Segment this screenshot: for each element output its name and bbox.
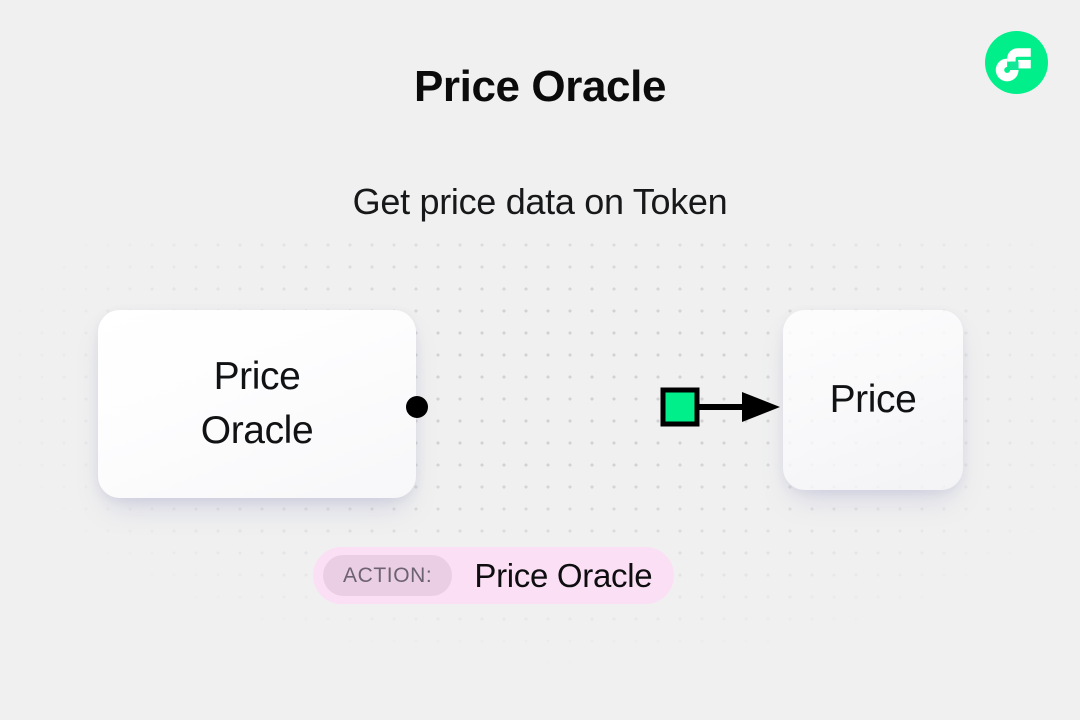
price-output-node-label: Price: [829, 378, 917, 422]
flow-logo-icon: [985, 31, 1048, 94]
action-badge[interactable]: ACTION: Price Oracle: [313, 547, 675, 604]
action-value: Price Oracle: [474, 556, 653, 594]
price-oracle-node-label: Price Oracle: [200, 355, 314, 452]
action-chip-label: ACTION:: [323, 555, 453, 596]
page-title: Price Oracle: [413, 62, 667, 111]
connector-edge: [398, 376, 798, 438]
price-output-node[interactable]: Price: [783, 310, 963, 490]
page-subtitle: Get price data on Token: [352, 181, 728, 222]
price-oracle-node[interactable]: Price Oracle: [98, 310, 416, 498]
